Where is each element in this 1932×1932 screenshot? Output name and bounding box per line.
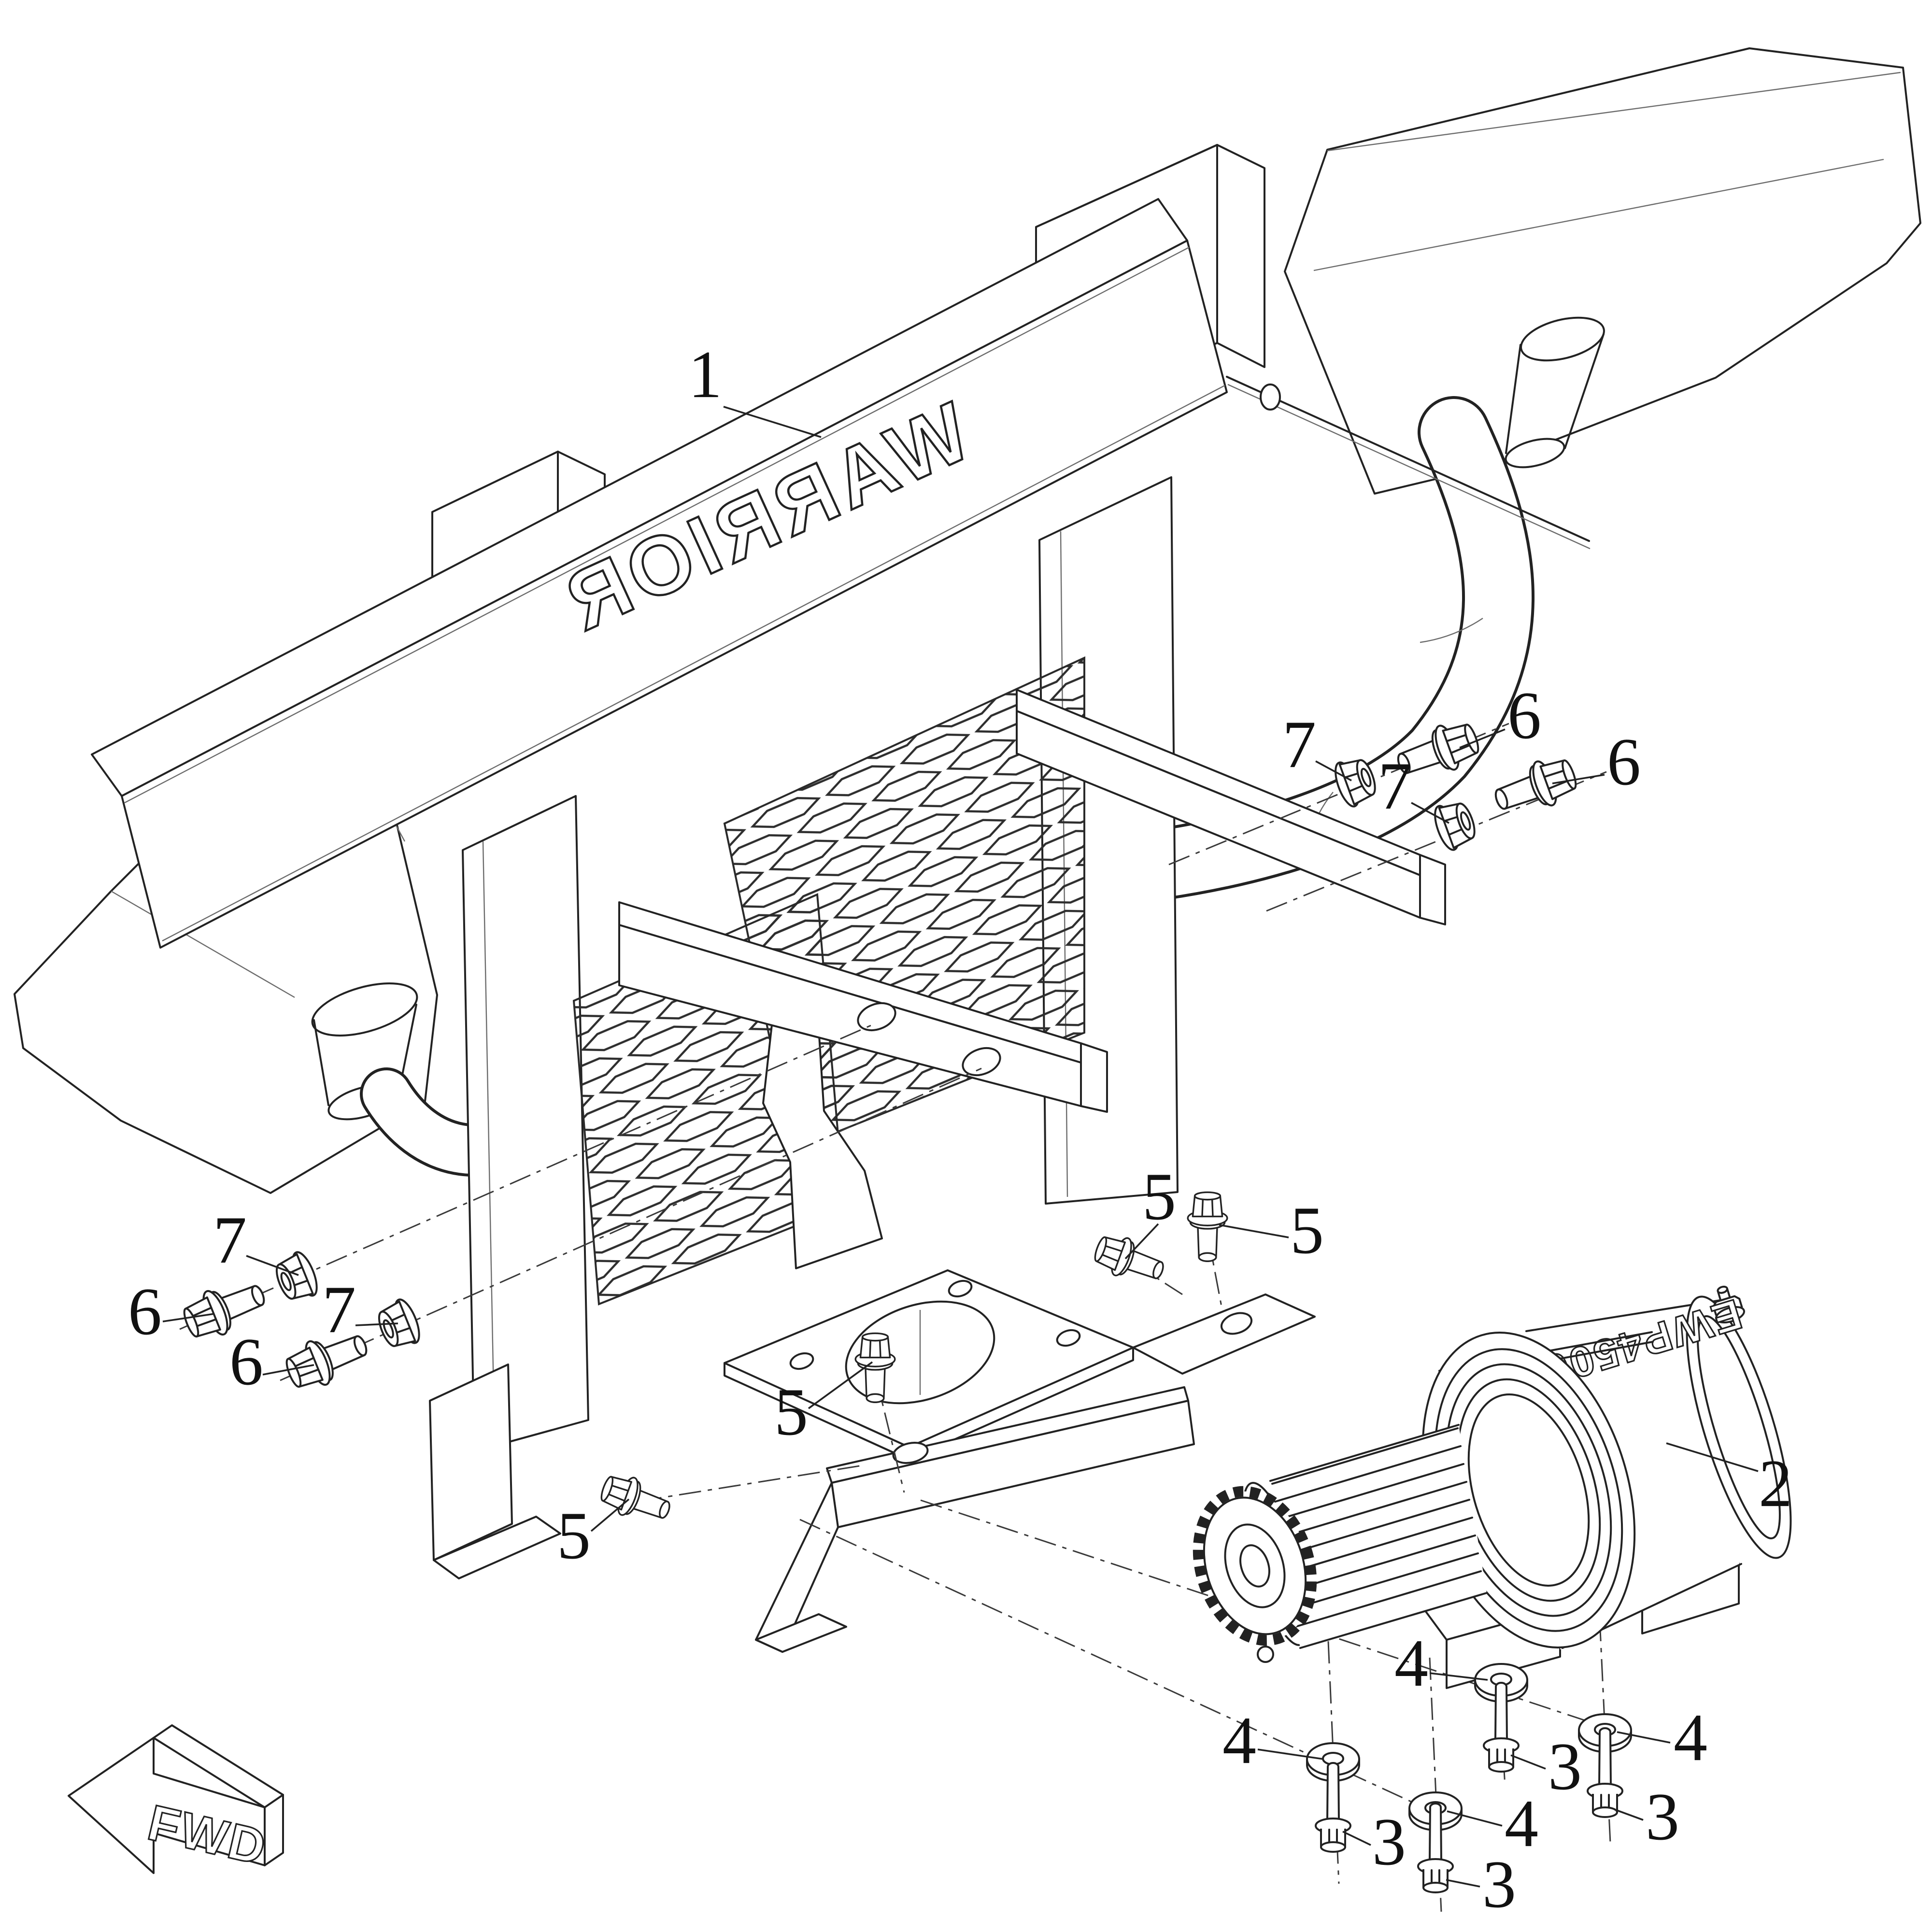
callout-leader-line xyxy=(1510,1754,1546,1770)
callout-7: 7 xyxy=(322,1272,398,1347)
bumper-right-wing xyxy=(1284,47,1921,495)
callout-leader-line xyxy=(1447,1810,1503,1827)
callout-number: 6 xyxy=(1607,724,1641,799)
callout-leader-line xyxy=(1666,1442,1759,1472)
upper-support-rod xyxy=(1226,376,1591,550)
callout-leader-line xyxy=(1614,1808,1644,1821)
callout-7: 7 xyxy=(1282,707,1352,782)
callout-number: 5 xyxy=(557,1498,591,1573)
callout-leader-line xyxy=(808,1361,873,1409)
callout-number: 7 xyxy=(213,1203,247,1278)
callout-leader-line xyxy=(1429,1672,1488,1681)
callout-1: 1 xyxy=(688,337,822,438)
callout-leader-line xyxy=(162,1313,215,1322)
callout-4: 4 xyxy=(1447,1786,1538,1861)
callout-leader-line xyxy=(1257,1748,1324,1760)
callout-number: 4 xyxy=(1394,1626,1428,1701)
callout-number: 6 xyxy=(1507,678,1541,753)
callout-6: 6 xyxy=(1552,724,1641,799)
flange-nut xyxy=(1429,796,1481,854)
winch-end-cap xyxy=(1686,1295,1792,1559)
wing-light-tube xyxy=(1505,316,1605,469)
cross-channel-upper xyxy=(1016,689,1446,925)
bracket-foot xyxy=(755,1613,847,1653)
callout-leader-line xyxy=(1411,802,1449,824)
callout-number: 3 xyxy=(1646,1779,1679,1854)
callout-number: 3 xyxy=(1548,1729,1582,1804)
callout-leader-line xyxy=(1617,1731,1671,1744)
callout-5: 5 xyxy=(557,1498,630,1573)
plate-right-tab xyxy=(1132,1293,1316,1375)
callout-5: 5 xyxy=(774,1361,873,1449)
callout-leader-line xyxy=(1315,760,1352,781)
callout-number: 6 xyxy=(229,1324,263,1399)
plate-bolt xyxy=(1187,1191,1228,1262)
callout-number: 2 xyxy=(1759,1446,1792,1521)
callout-7: 7 xyxy=(213,1203,299,1278)
callout-number: 4 xyxy=(1505,1786,1538,1861)
terminal-stud xyxy=(1712,1285,1745,1324)
frame-foot-left xyxy=(429,1364,513,1561)
mesh-center-leg xyxy=(762,1005,883,1269)
callout-7: 7 xyxy=(1378,749,1449,824)
callout-3: 3 xyxy=(1510,1729,1582,1804)
callout-number: 7 xyxy=(322,1272,356,1347)
callout-number: 1 xyxy=(688,337,722,412)
callout-5: 5 xyxy=(1124,1159,1176,1260)
channel-slot xyxy=(962,1047,1001,1077)
callout-number: 5 xyxy=(774,1375,808,1449)
fwd-arrow: FWD xyxy=(68,1724,284,1877)
callout-6: 6 xyxy=(128,1274,215,1349)
callout-4: 4 xyxy=(1222,1703,1324,1778)
winch: EWP4500 xyxy=(1193,1285,1792,1689)
callout-3: 3 xyxy=(1342,1804,1406,1879)
callout-leader-line xyxy=(262,1364,314,1376)
flange-bolt xyxy=(1488,750,1582,824)
callout-4: 4 xyxy=(1394,1626,1488,1701)
callout-number: 7 xyxy=(1282,707,1316,782)
callout-leader-line xyxy=(1459,728,1506,749)
callout-leader-line xyxy=(1342,1831,1371,1846)
channel-slot xyxy=(857,1002,896,1032)
callout-leader-line xyxy=(723,406,822,438)
callout-3: 3 xyxy=(1614,1779,1679,1854)
callout-leader-line xyxy=(1219,1224,1289,1238)
callout-leader-line xyxy=(1552,774,1605,784)
flange-nut xyxy=(270,1248,323,1307)
callout-5: 5 xyxy=(1219,1193,1324,1268)
callout-number: 3 xyxy=(1482,1847,1516,1922)
callout-2: 2 xyxy=(1666,1442,1792,1521)
callout-number: 4 xyxy=(1674,1700,1707,1775)
callout-leader-line xyxy=(1446,1879,1480,1888)
callout-leader-line xyxy=(355,1322,398,1326)
plate-bolt xyxy=(596,1468,676,1531)
callout-4: 4 xyxy=(1617,1700,1707,1775)
callout-leader-line xyxy=(590,1498,630,1532)
callout-leader-line xyxy=(246,1255,299,1276)
callout-3: 3 xyxy=(1446,1847,1516,1922)
callout-6: 6 xyxy=(1459,678,1541,753)
callout-leader-line xyxy=(1124,1223,1159,1260)
plate-bolt xyxy=(1090,1228,1170,1291)
callout-number: 3 xyxy=(1372,1804,1406,1879)
callout-6: 6 xyxy=(229,1324,314,1399)
cross-channel-lower xyxy=(618,901,1108,1113)
callout-number: 7 xyxy=(1378,749,1412,824)
frame-upright-left xyxy=(429,795,589,1579)
lower-bracket xyxy=(755,1386,1195,1653)
callout-number: 6 xyxy=(128,1274,162,1349)
callout-number: 5 xyxy=(1142,1159,1176,1234)
callout-number: 4 xyxy=(1222,1703,1256,1778)
rod-pin xyxy=(1260,384,1281,411)
callout-number: 5 xyxy=(1290,1193,1324,1268)
winch-clutch-knob xyxy=(1193,1486,1317,1663)
